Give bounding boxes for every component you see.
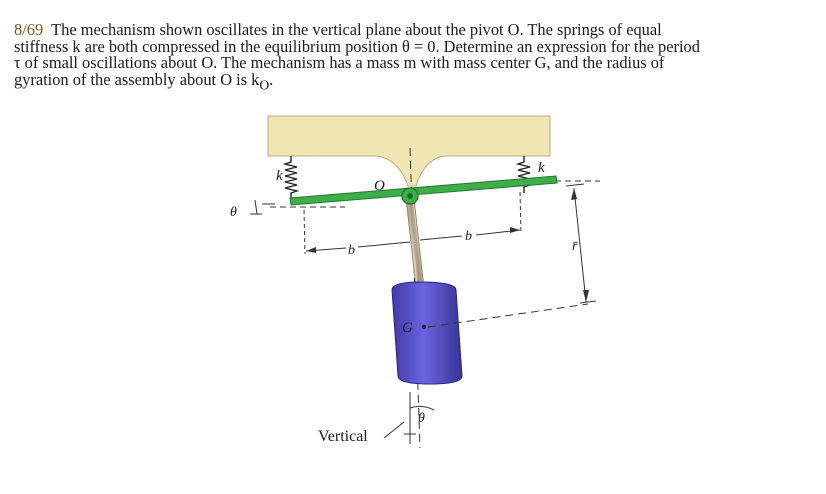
mass-block <box>391 281 463 385</box>
r-arrow-bottom <box>583 290 589 302</box>
r-dimension-top <box>565 183 585 187</box>
green-bar <box>289 175 558 206</box>
label-b-left: b <box>348 243 355 258</box>
label-vertical: Vertical <box>318 428 368 445</box>
b-right-ext <box>519 191 522 233</box>
pivot-pin <box>407 193 413 199</box>
label-G: G <box>402 320 413 336</box>
label-b-right: b <box>465 229 472 244</box>
r-dimension-line <box>573 187 587 303</box>
b-left-line-2 <box>357 241 411 248</box>
b-right-arrow <box>510 227 520 233</box>
r-arrow-top <box>571 188 577 200</box>
fixed-support <box>267 115 551 187</box>
problem-line-3: τ of small oscillations about O. The mec… <box>14 53 665 73</box>
label-k-right: k <box>538 160 545 176</box>
problem-number: 8/69 <box>14 20 44 39</box>
mass-center-marker <box>421 324 427 330</box>
label-theta-left: θ <box>230 205 237 220</box>
problem-line-4: gyration of the assembly about O is kO. <box>14 69 274 93</box>
b-right-line <box>419 235 463 241</box>
b-left-ext <box>303 209 306 255</box>
vertical-leader <box>383 421 405 439</box>
left-spring <box>282 156 300 200</box>
problem-line-2: stiffness k are both compressed in the e… <box>14 36 700 56</box>
b-left-arrow <box>306 247 316 253</box>
theta-arc <box>409 405 435 411</box>
label-r: r̄ <box>572 239 578 254</box>
label-O: O <box>374 178 385 194</box>
r-dimension-bottom <box>579 300 597 304</box>
rod-tube <box>409 201 422 286</box>
g-dash <box>427 303 589 328</box>
label-theta-bottom: θ <box>418 411 425 426</box>
label-k-left: k <box>276 168 283 184</box>
theta-left-tick-2 <box>254 199 258 215</box>
right-spring <box>515 156 533 193</box>
